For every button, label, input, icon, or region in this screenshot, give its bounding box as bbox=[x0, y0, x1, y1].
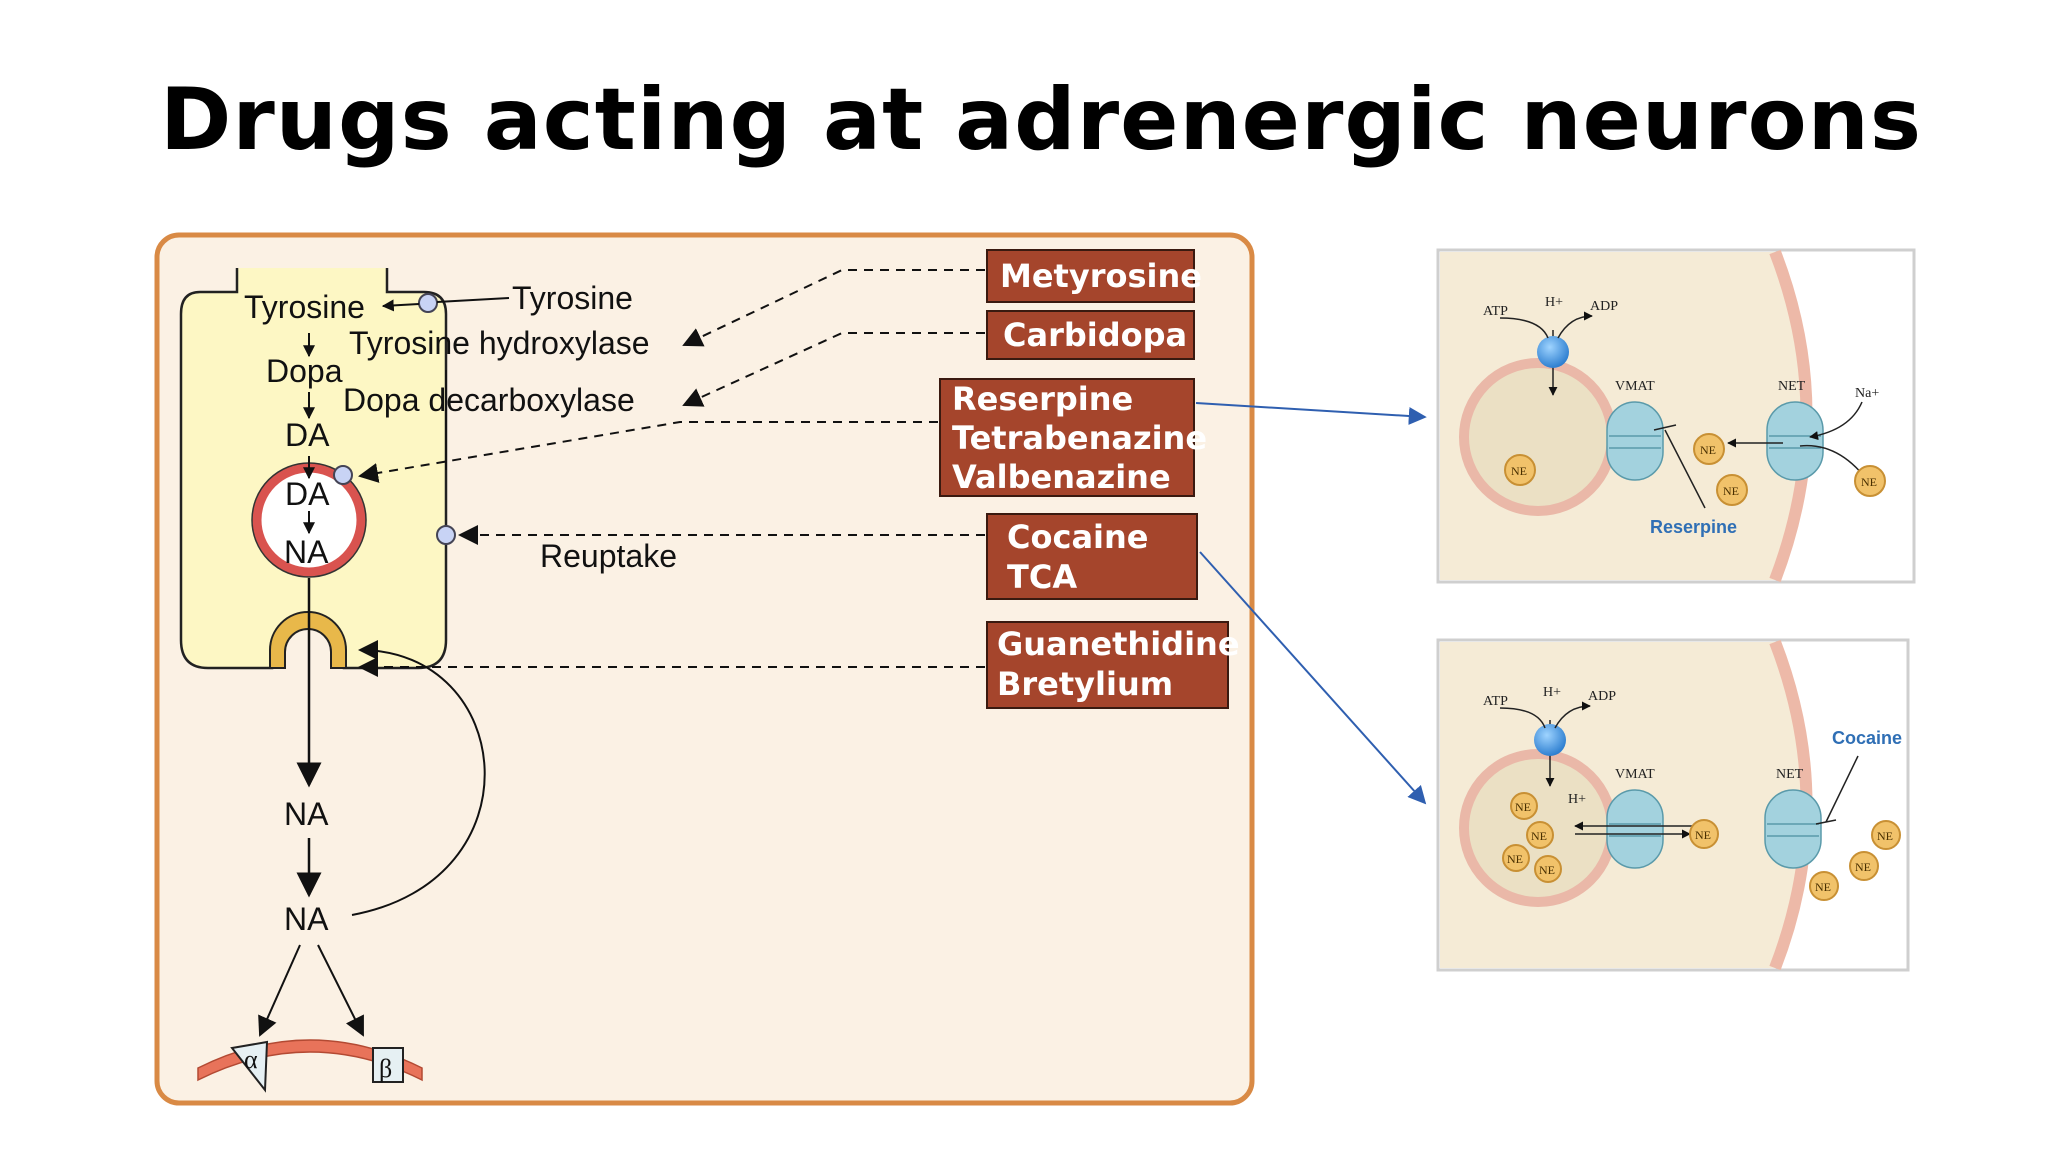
vmat-transporter bbox=[333, 465, 353, 485]
svg-text:NE: NE bbox=[1695, 828, 1711, 842]
svg-text:NE: NE bbox=[1723, 484, 1739, 498]
drug-box-metyrosine: Metyrosine bbox=[986, 249, 1202, 303]
inset-top-atp: ATP bbox=[1483, 304, 1508, 319]
inset-top-adp: ADP bbox=[1590, 299, 1618, 314]
vmat-bottom bbox=[1606, 789, 1664, 869]
inset-bottom-vmat: VMAT bbox=[1615, 767, 1655, 782]
drug-box-cocaine-group: Cocaine TCA bbox=[986, 513, 1198, 600]
beta-label: β bbox=[379, 1054, 392, 1083]
inset-top-vmat: VMAT bbox=[1615, 379, 1655, 394]
ne-molecule: NE bbox=[1809, 871, 1839, 901]
svg-text:NE: NE bbox=[1861, 475, 1877, 489]
drug-valbenazine: Valbenazine bbox=[952, 458, 1171, 496]
na-cleft-label: NA bbox=[284, 796, 329, 832]
ne-molecule: NE bbox=[1716, 474, 1748, 506]
inset-bottom-atp: ATP bbox=[1483, 694, 1508, 709]
alpha-label: α bbox=[244, 1045, 258, 1074]
atp-pump-top bbox=[1537, 336, 1569, 368]
ne-molecule: NE bbox=[1534, 855, 1562, 883]
beta-receptor bbox=[372, 1047, 404, 1083]
inset-bottom-h-inner: H+ bbox=[1568, 792, 1586, 807]
ne-molecule: NE bbox=[1849, 851, 1879, 881]
alpha-receptor bbox=[230, 1040, 269, 1093]
atp-pump-bottom bbox=[1534, 724, 1566, 756]
net-bottom bbox=[1764, 789, 1822, 869]
drug-carbidopa: Carbidopa bbox=[1003, 316, 1187, 354]
ne-molecule: NE bbox=[1871, 820, 1901, 850]
drug-guanethidine: Guanethidine bbox=[997, 625, 1240, 663]
ne-molecule: NE bbox=[1693, 433, 1725, 465]
svg-text:NE: NE bbox=[1815, 880, 1831, 894]
ne-molecule: NE bbox=[1502, 844, 1530, 872]
svg-text:NE: NE bbox=[1515, 800, 1531, 814]
drug-reserpine: Reserpine bbox=[952, 380, 1133, 418]
svg-text:NE: NE bbox=[1511, 464, 1527, 478]
drug-box-guanethidine-group: Guanethidine Bretylium bbox=[986, 621, 1240, 709]
net-transporter bbox=[436, 525, 456, 545]
ne-molecule: NE bbox=[1510, 792, 1538, 820]
inset-bottom-drug-label: Cocaine bbox=[1832, 728, 1902, 748]
inset-bottom-adp: ADP bbox=[1588, 689, 1616, 704]
tyrosine-hydroxylase-label: Tyrosine hydroxylase bbox=[349, 325, 650, 361]
inset-bottom-net: NET bbox=[1776, 767, 1804, 782]
drug-box-carbidopa: Carbidopa bbox=[986, 310, 1195, 360]
vmat-top bbox=[1606, 401, 1664, 481]
net-top bbox=[1766, 401, 1824, 481]
drug-tetrabenazine: Tetrabenazine bbox=[952, 419, 1207, 457]
svg-text:NE: NE bbox=[1507, 852, 1523, 866]
ne-molecule: NE bbox=[1854, 465, 1886, 497]
ne-molecule: NE bbox=[1689, 819, 1719, 849]
na-receptor-label: NA bbox=[284, 901, 329, 937]
ne-molecule: NE bbox=[1504, 454, 1536, 486]
da-cytoplasm-label: DA bbox=[285, 417, 330, 453]
release-pore bbox=[269, 611, 347, 669]
inset-cocaine: ATP H+ ADP VMAT H+ NET Cocaine NE NE NE … bbox=[1436, 638, 1910, 972]
dopa-label: Dopa bbox=[266, 353, 343, 389]
tyrosine-transporter bbox=[418, 293, 438, 313]
inset-top-h: H+ bbox=[1545, 295, 1563, 310]
inset-top-drug-label: Reserpine bbox=[1650, 517, 1737, 537]
inset-bottom-h: H+ bbox=[1543, 685, 1561, 700]
tyrosine-outside-label: Tyrosine bbox=[512, 280, 633, 316]
inset-top-net: NET bbox=[1778, 379, 1806, 394]
drug-box-reserpine-group: Reserpine Tetrabenazine Valbenazine bbox=[939, 378, 1207, 497]
da-vesicle-label: DA bbox=[285, 476, 330, 512]
svg-text:NE: NE bbox=[1700, 443, 1716, 457]
svg-text:NE: NE bbox=[1539, 863, 1555, 877]
ne-molecule: NE bbox=[1526, 821, 1554, 849]
dopa-decarboxylase-label: Dopa decarboxylase bbox=[343, 382, 635, 418]
tyrosine-inside-label: Tyrosine bbox=[244, 289, 365, 325]
drug-tca: TCA bbox=[1007, 558, 1077, 596]
slide-title: Drugs acting at adrenergic neurons bbox=[160, 70, 1923, 170]
inset-reserpine: ATP H+ ADP VMAT NET Na+ Reserpine NE NE … bbox=[1436, 248, 1916, 584]
reuptake-label: Reuptake bbox=[540, 538, 677, 574]
svg-text:NE: NE bbox=[1855, 860, 1871, 874]
na-vesicle-label: NA bbox=[284, 534, 329, 570]
drug-metyrosine: Metyrosine bbox=[1000, 257, 1202, 295]
inset-top-na: Na+ bbox=[1855, 386, 1879, 401]
svg-text:NE: NE bbox=[1877, 829, 1893, 843]
drug-cocaine: Cocaine bbox=[1007, 518, 1148, 556]
drug-bretylium: Bretylium bbox=[997, 665, 1173, 703]
svg-text:NE: NE bbox=[1531, 829, 1547, 843]
